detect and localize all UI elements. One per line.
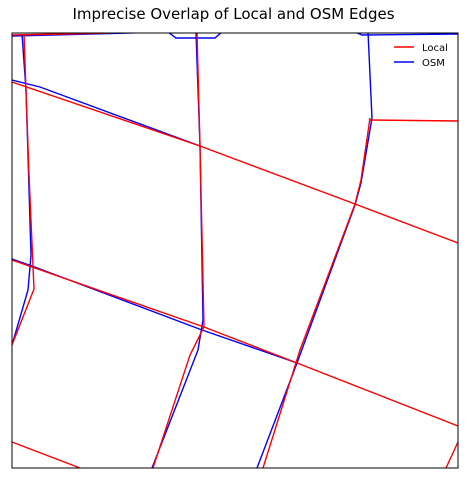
legend-label-osm: OSM: [422, 58, 445, 69]
axes-background: [12, 33, 458, 468]
local-edge-lower-diagonal: [12, 259, 458, 427]
axes-frame: [11, 32, 459, 469]
legend: Local OSM: [394, 43, 448, 69]
osm-edge-lower-diagonal: [12, 258, 298, 364]
local-edge-upper-diagonal: [12, 81, 458, 244]
page-title: Imprecise Overlap of Local and OSM Edges: [72, 5, 395, 23]
local-edge-left-vertical: [12, 33, 35, 346]
osm-edge-top-right: [355, 33, 458, 36]
osm-edge-upper-diagonal: [12, 79, 201, 147]
local-edges: [12, 33, 458, 468]
local-edge-right-vertical: [262, 117, 371, 468]
local-edge-right-spur: [369, 119, 458, 122]
local-edge-bottom-right: [445, 441, 458, 468]
local-edge-bottom-left: [12, 441, 81, 468]
legend-label-local: Local: [422, 43, 448, 54]
